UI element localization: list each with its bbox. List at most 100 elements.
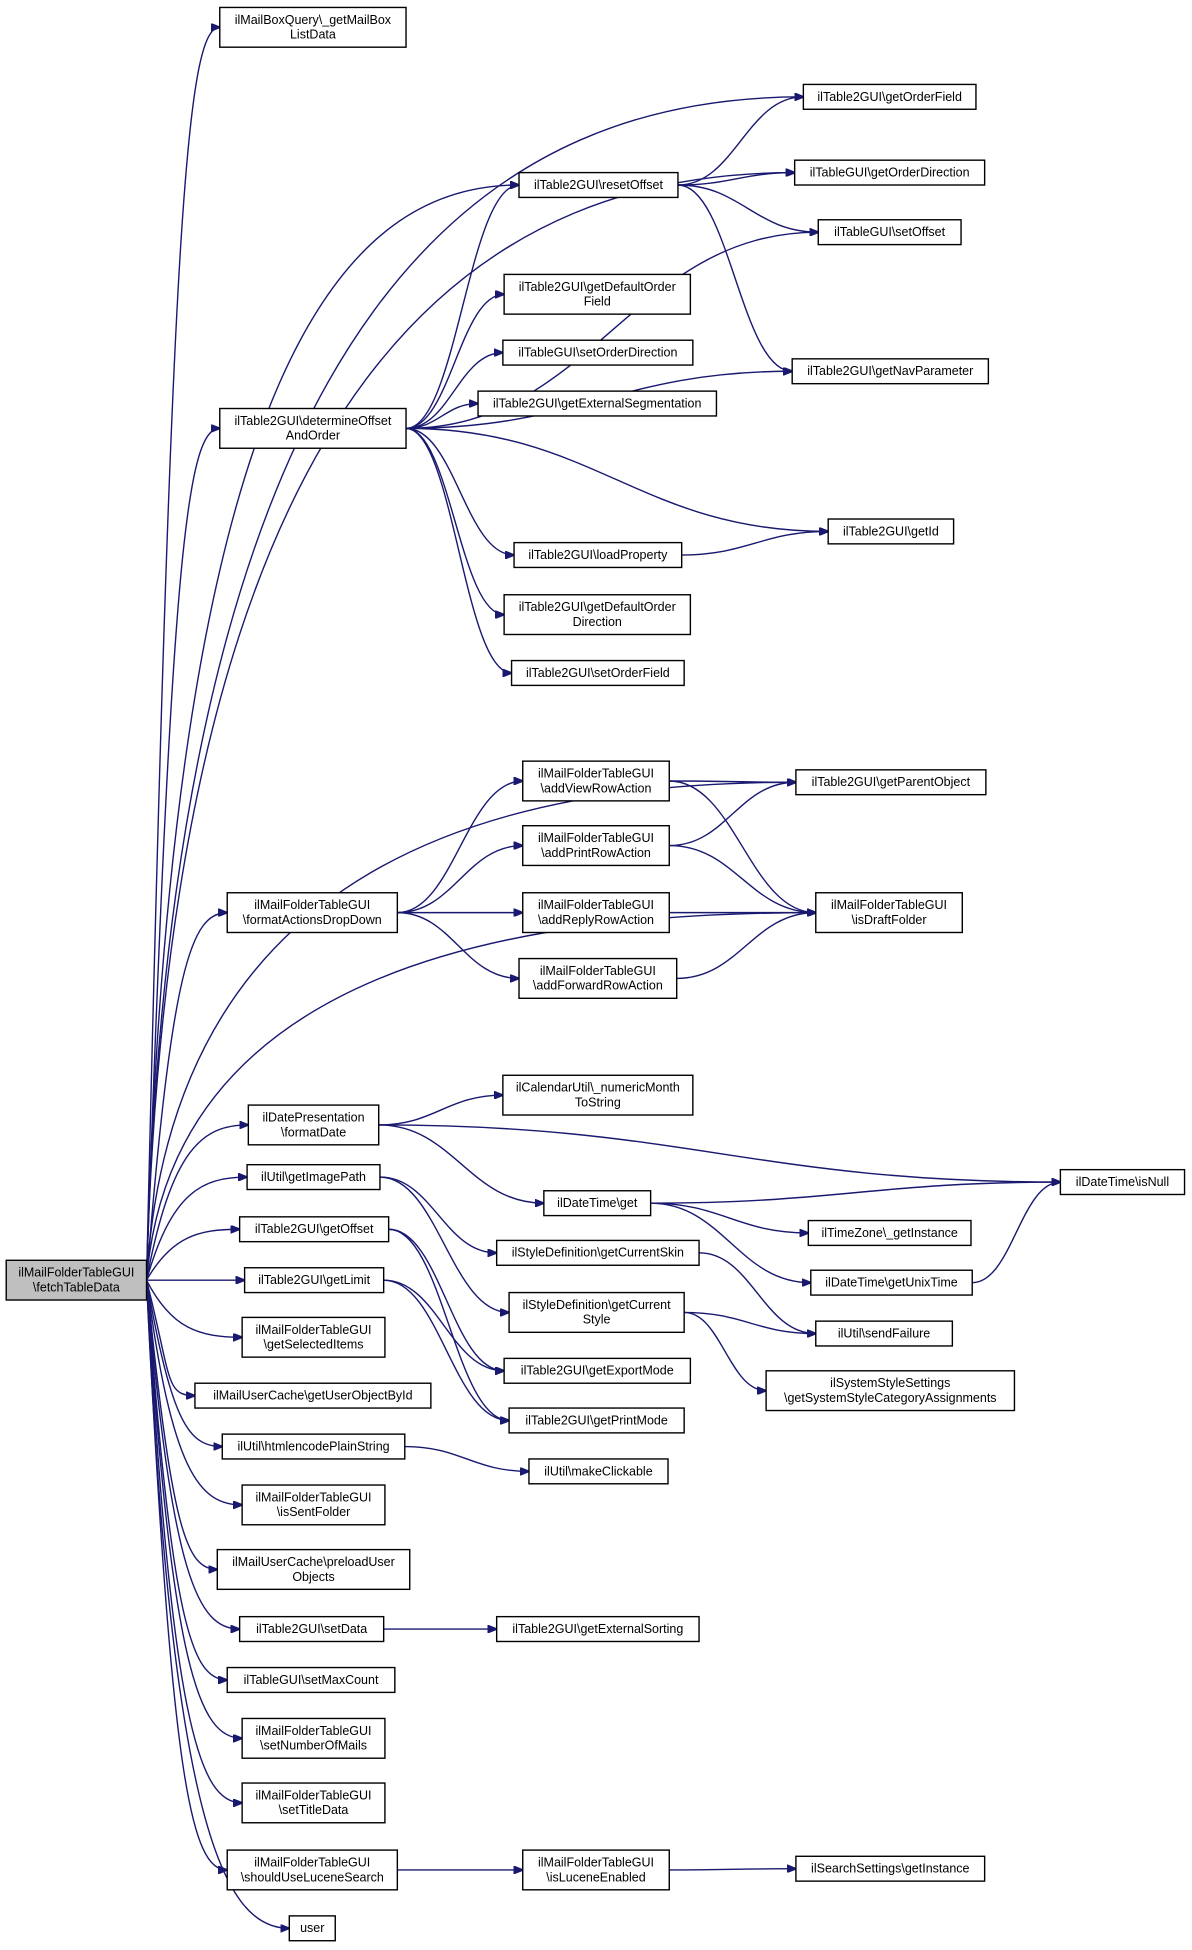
node-isnull[interactable]: ilDateTime\isNull xyxy=(1059,1168,1186,1196)
node-fadd[interactable]: ilMailFolderTableGUI\formatActionsDropDo… xyxy=(226,892,399,934)
node-label: ilUtil\sendFailure xyxy=(838,1326,930,1340)
node-god[interactable]: ilTableGUI\getOrderDirection xyxy=(793,159,986,186)
node-fd[interactable]: ilDatePresentation\formatDate xyxy=(247,1104,380,1146)
edge-lp-to-gid xyxy=(681,531,829,556)
edge-ile-to-ssgi xyxy=(669,1869,796,1870)
node-box xyxy=(241,1316,386,1358)
node-so[interactable]: ilTableGUI\setOffset xyxy=(817,219,962,246)
edge-root-to-guob xyxy=(145,1279,195,1395)
node-std[interactable]: ilMailFolderTableGUI\setTitleData xyxy=(241,1782,386,1824)
node-smc[interactable]: ilTableGUI\setMaxCount xyxy=(226,1666,396,1694)
node-snom[interactable]: ilMailFolderTableGUI\setNumberOfMails xyxy=(241,1717,386,1759)
node-guob[interactable]: ilMailUserCache\getUserObjectById xyxy=(194,1382,432,1409)
node-sules[interactable]: ilMailFolderTableGUI\shouldUseLuceneSear… xyxy=(226,1849,399,1891)
node-ro[interactable]: ilTable2GUI\resetOffset xyxy=(518,171,679,199)
node-lp[interactable]: ilTable2GUI\loadProperty xyxy=(513,541,683,569)
node-gpo[interactable]: ilTable2GUI\getParentObject xyxy=(795,769,987,796)
edge-root-to-goffs xyxy=(145,1229,240,1281)
node-label: ilTimeZone\_getInstance xyxy=(821,1226,957,1240)
node-box xyxy=(1059,1168,1186,1196)
edge-root-to-idf xyxy=(145,913,816,1281)
node-idf[interactable]: ilMailFolderTableGUI\isDraftFolder xyxy=(815,892,963,934)
node-heps[interactable]: ilUtil\htmlencodePlainString xyxy=(221,1433,406,1460)
edge-root-to-fd xyxy=(145,1125,249,1281)
node-label: \addReplyRowAction xyxy=(538,913,654,927)
node-tzgi[interactable]: ilTimeZone\_getInstance xyxy=(807,1219,972,1247)
edge-root-to-gof xyxy=(145,97,804,1281)
edge-doa-to-sof xyxy=(405,427,512,673)
node-label: \getSelectedItems xyxy=(263,1338,363,1352)
node-label: \isDraftFolder xyxy=(852,913,927,927)
node-sd[interactable]: ilTable2GUI\setData xyxy=(238,1615,385,1643)
node-gpm[interactable]: ilTable2GUI\getPrintMode xyxy=(508,1407,685,1434)
node-box xyxy=(765,1370,1016,1412)
node-label: Field xyxy=(584,295,611,309)
node-ges[interactable]: ilTable2GUI\getExternalSegmentation xyxy=(477,390,718,417)
node-box xyxy=(221,1433,406,1460)
edge-gcs-to-sf xyxy=(699,1252,816,1334)
node-label: Style xyxy=(583,1313,611,1327)
edge-ro-to-god xyxy=(677,173,795,186)
edge-glim-to-gem xyxy=(383,1279,504,1371)
node-sod[interactable]: ilTableGUI\setOrderDirection xyxy=(502,339,694,366)
node-label: \fetchTableData xyxy=(33,1280,120,1294)
node-sf[interactable]: ilUtil\sendFailure xyxy=(815,1320,954,1347)
node-gid[interactable]: ilTable2GUI\getId xyxy=(827,518,955,545)
node-box xyxy=(793,159,986,186)
node-label: ilTable2GUI\setOrderField xyxy=(526,666,670,680)
node-isf[interactable]: ilMailFolderTableGUI\isSentFolder xyxy=(241,1484,386,1526)
node-dtget[interactable]: ilDateTime\get xyxy=(543,1190,652,1217)
edge-root-to-std xyxy=(145,1280,243,1803)
edge-apra-to-idf xyxy=(669,844,816,913)
edge-root-to-mbq xyxy=(145,27,220,1281)
node-avra[interactable]: ilMailFolderTableGUI\addViewRowAction xyxy=(522,760,670,802)
edge-gip-to-gcs xyxy=(379,1176,497,1253)
node-label: ilTableGUI\setOffset xyxy=(834,225,945,239)
node-mc[interactable]: ilUtil\makeClickable xyxy=(528,1458,669,1485)
node-user[interactable]: user xyxy=(288,1915,336,1942)
node-gsi[interactable]: ilMailFolderTableGUI\getSelectedItems xyxy=(241,1316,386,1358)
node-label: ilMailBoxQuery\_getMailBox xyxy=(235,13,392,27)
node-box xyxy=(508,1407,685,1434)
node-sof[interactable]: ilTable2GUI\setOrderField xyxy=(510,659,685,687)
node-label: ListData xyxy=(290,28,336,42)
edge-fd-to-dtget xyxy=(378,1124,544,1203)
node-label: ilTable2GUI\getParentObject xyxy=(812,775,971,789)
node-box xyxy=(510,659,685,687)
node-label: ilDateTime\get xyxy=(557,1196,638,1210)
node-label: \addViewRowAction xyxy=(541,781,652,795)
node-box xyxy=(503,1357,692,1384)
node-label: ilUtil\makeClickable xyxy=(544,1464,652,1478)
node-ssca[interactable]: ilSystemStyleSettings\getSystemStyleCate… xyxy=(765,1370,1016,1412)
node-ile[interactable]: ilMailFolderTableGUI\isLuceneEnabled xyxy=(522,1849,670,1891)
edge-glim-to-gpm xyxy=(383,1279,509,1420)
node-gem[interactable]: ilTable2GUI\getExportMode xyxy=(503,1357,692,1384)
node-root[interactable]: ilMailFolderTableGUI\fetchTableData xyxy=(5,1259,148,1301)
node-goffs[interactable]: ilTable2GUI\getOffset xyxy=(238,1216,390,1243)
node-afra[interactable]: ilMailFolderTableGUI\addForwardRowAction xyxy=(518,957,678,999)
node-gut[interactable]: ilDateTime\getUnixTime xyxy=(810,1269,973,1296)
edge-dtget-to-gut xyxy=(650,1202,811,1282)
node-glim[interactable]: ilTable2GUI\getLimit xyxy=(243,1267,385,1294)
node-gnp[interactable]: ilTable2GUI\getNavParameter xyxy=(791,358,990,385)
node-arra[interactable]: ilMailFolderTableGUI\addReplyRowAction xyxy=(522,892,670,934)
node-apra[interactable]: ilMailFolderTableGUI\addPrintRowAction xyxy=(522,825,670,867)
node-gexs[interactable]: ilTable2GUI\getExternalSorting xyxy=(495,1615,700,1643)
node-gcs[interactable]: ilStyleDefinition\getCurrentSkin xyxy=(495,1239,700,1266)
edge-doa-to-lp xyxy=(406,427,514,555)
node-gof[interactable]: ilTable2GUI\getOrderField xyxy=(802,83,977,110)
node-label: ilDateTime\getUnixTime xyxy=(825,1276,957,1290)
node-label: \isLuceneEnabled xyxy=(546,1870,645,1884)
edge-doa-to-gid xyxy=(406,427,828,531)
node-box xyxy=(216,1548,411,1591)
node-ssgi[interactable]: ilSearchSettings\getInstance xyxy=(795,1855,986,1882)
node-gip[interactable]: ilUtil\getImagePath xyxy=(246,1163,381,1191)
